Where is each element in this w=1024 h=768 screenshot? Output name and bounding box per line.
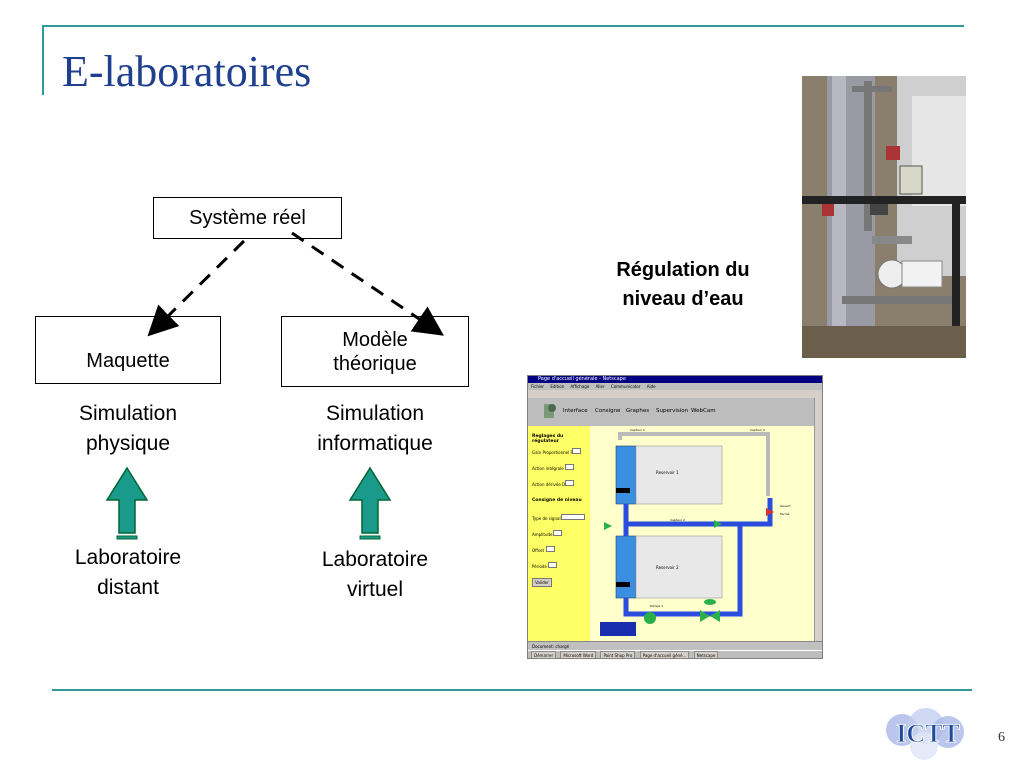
taskbar-item-page[interactable]: Page d'accueil géné... [639, 651, 690, 658]
capteur2-label: Capteur 2 [670, 518, 685, 522]
photo-caption: Régulation du niveau d’eau [616, 259, 750, 310]
app-logo-icon [544, 404, 556, 418]
label-action-d: Action dérivée D [532, 482, 566, 487]
logo-text: ICTT [896, 719, 960, 748]
input-offset[interactable] [546, 546, 555, 552]
maquette-box: Maquette [35, 316, 221, 384]
label-gain-p: Gain Proportionnel P [532, 450, 573, 455]
footer-rule [52, 689, 972, 691]
reservoir1-label: Reservoir 1 [656, 470, 679, 475]
heading-reglages: Reglages du régulateur [532, 434, 564, 444]
label-laboratoire-distant: Laboratoire distant [74, 546, 182, 599]
up-arrow-right [348, 466, 392, 540]
label-type-signal: Type de signal [532, 516, 561, 521]
label-offset: Offset [532, 548, 545, 553]
slide-title: E-laboratoires [62, 47, 312, 96]
menu-bar: Fichier Edition Affichage Aller Communic… [528, 383, 822, 390]
menu-aide[interactable]: Aide [646, 384, 656, 389]
menu-edition[interactable]: Edition [550, 384, 565, 389]
input-amplitude[interactable] [553, 530, 562, 536]
system-box-label: Système réel [189, 207, 306, 229]
vanne-ferme-label: Fermé [780, 512, 790, 516]
tab-graphes[interactable]: Graphes [626, 408, 650, 414]
capteur1-label: Capteur 1 [630, 428, 645, 432]
page-number: 6 [998, 730, 1005, 745]
label-laboratoire-virtuel: Laboratoire virtuel [321, 548, 429, 601]
reservoir2-label: Reservoir 2 [656, 565, 679, 570]
maquette-box-label: Maquette [86, 350, 170, 372]
menu-communicator[interactable]: Communicator [610, 384, 641, 389]
capteur3-label: Capteur 3 [750, 428, 765, 432]
tab-consigne[interactable]: Consigne [595, 408, 621, 414]
settings-panel: Reglages du régulateur Gain Proportionne… [528, 426, 590, 641]
taskbar-item-netscape[interactable]: Netscape [693, 651, 719, 658]
start-button[interactable]: Démarrer [531, 651, 557, 658]
label-amplitude: Amplitude [532, 532, 553, 537]
apparatus-illustration [802, 76, 966, 358]
windows-taskbar: Démarrer Microsoft Word Paint Shop Pro P… [528, 650, 822, 658]
system-box: Système réel [153, 197, 342, 239]
title-rule-left [42, 25, 44, 95]
menu-affichage[interactable]: Affichage [570, 384, 590, 389]
valider-button[interactable]: Valider [532, 578, 552, 587]
label-action-i: Action intégrale I [532, 466, 567, 471]
ictt-logo: ICTT [886, 708, 964, 760]
modele-box: Modèle théorique [281, 316, 469, 387]
menu-fichier[interactable]: Fichier [531, 384, 545, 389]
vertical-scrollbar[interactable] [814, 398, 822, 641]
tab-interface[interactable]: Interface [563, 408, 588, 414]
taskbar-item-paint[interactable]: Paint Shop Pro [600, 651, 636, 658]
menu-aller[interactable]: Aller [595, 384, 605, 389]
app-navbar: Interface Consigne Graphes Supervision W… [528, 398, 814, 426]
taskbar-item-word[interactable]: Microsoft Word [560, 651, 597, 658]
select-type-signal[interactable] [561, 514, 585, 520]
process-schematic [600, 432, 774, 636]
dashed-arrow-right [291, 231, 444, 336]
title-rule-top [42, 25, 964, 27]
tab-webcam[interactable]: WebCam [691, 408, 716, 414]
label-simulation-informatique: Simulation informatique [317, 402, 433, 455]
up-arrow-left [105, 466, 149, 540]
tab-supervision[interactable]: Supervision [656, 408, 689, 414]
dashed-arrow-left [147, 239, 246, 337]
software-screenshot: Page d'accueil générale - Netscape Fichi… [527, 375, 823, 659]
pompe-label: Pompe 1 [650, 604, 664, 608]
label-periode: Période [532, 564, 547, 569]
heading-consigne: Consigne de niveau [532, 498, 582, 503]
modele-box-label: Modèle théorique [333, 328, 417, 375]
status-bar: Document: chargé [528, 641, 822, 650]
input-action-i[interactable] [565, 464, 574, 470]
label-simulation-physique: Simulation physique [78, 402, 178, 455]
process-diagram: Reservoir 1 Reservoir 2 Capteur 1 Capteu… [590, 426, 814, 641]
input-action-d[interactable] [565, 480, 574, 486]
window-titlebar: Page d'accueil générale - Netscape [528, 376, 822, 383]
input-periode[interactable] [548, 562, 557, 568]
vanne-ouvert-label: Ouvert [780, 504, 791, 508]
apparatus-photo [802, 76, 966, 358]
input-gain-p[interactable] [572, 448, 581, 454]
